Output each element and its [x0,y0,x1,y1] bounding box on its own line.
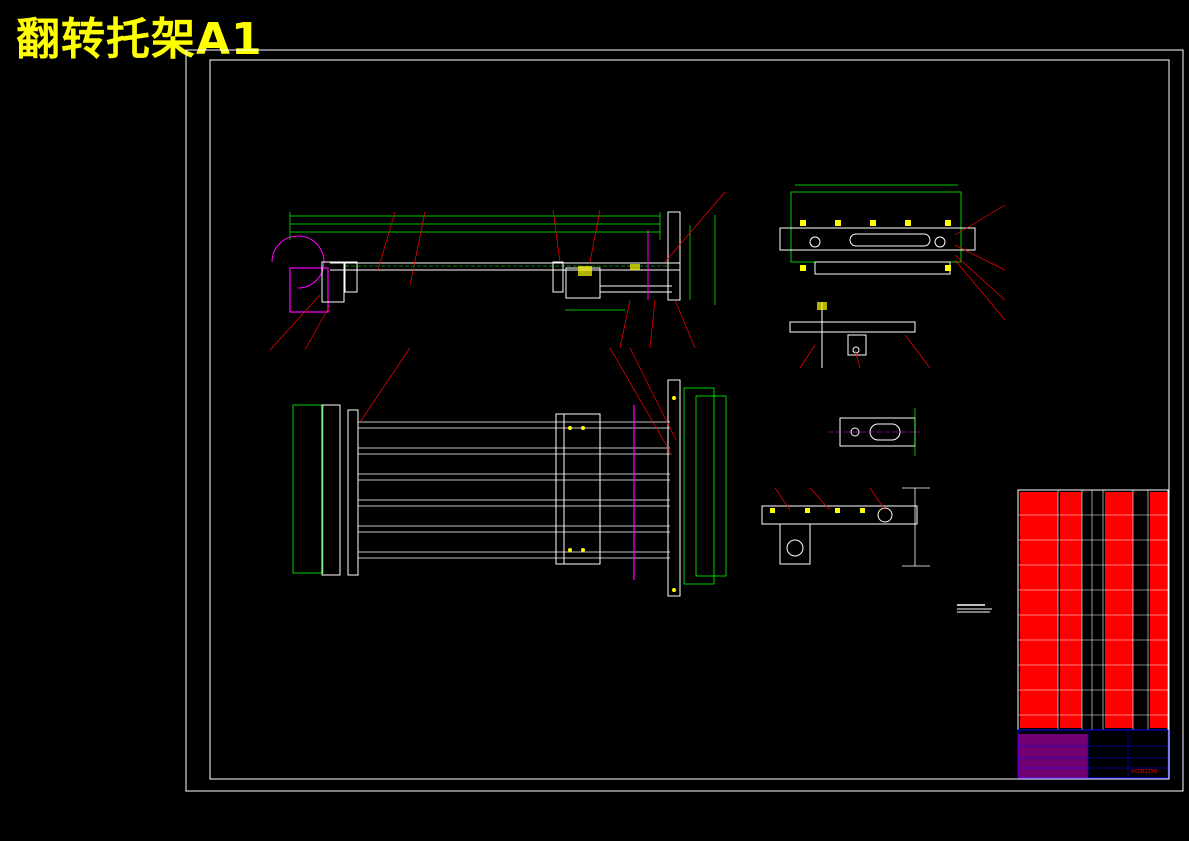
drawing-title: 翻转托架A1 [16,14,263,65]
section-view-b [789,302,931,369]
pivot-bracket [289,267,329,313]
pivot-arc [271,235,325,289]
side-elevation-view [269,191,726,351]
section-view-a [779,184,1006,321]
technical-notes [957,604,992,613]
title-block: XYZB2259 [1017,729,1169,779]
section-view-d [761,487,930,567]
detail-view-c [828,408,920,456]
outer-sheet-border [185,49,1184,792]
parts-list-table [1017,489,1169,731]
plan-view [292,347,727,597]
inner-drawing-frame [209,59,1170,780]
drawing-number: XYZB2259 [1131,769,1157,775]
